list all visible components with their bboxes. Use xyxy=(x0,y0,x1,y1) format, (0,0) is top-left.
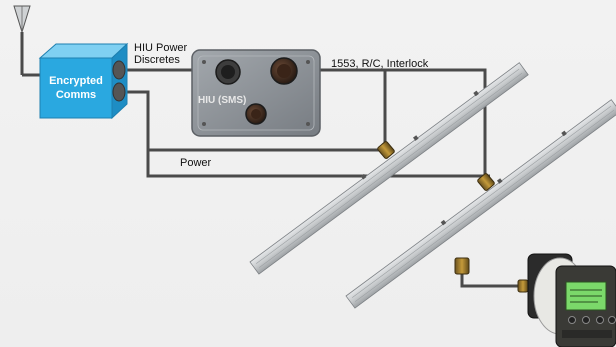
power-cable xyxy=(120,90,490,178)
cable-plug-icon xyxy=(377,141,395,159)
connector-icon xyxy=(245,103,267,125)
comms-label: Encrypted Comms xyxy=(40,74,112,102)
cable-plug-icon xyxy=(477,173,495,191)
control-display-unit-icon xyxy=(527,253,616,347)
bus-label: 1553, R/C, Interlock xyxy=(331,58,429,70)
antenna-icon xyxy=(13,5,40,77)
comms-label-line1: Encrypted xyxy=(49,75,103,87)
hiu-panel xyxy=(191,49,321,137)
hiu-power-label: HIU Power Discretes xyxy=(134,42,187,66)
hiu-label: HIU (SMS) xyxy=(198,95,247,106)
launcher-rail xyxy=(249,62,529,275)
hiu-power-label-line1: HIU Power xyxy=(134,42,188,54)
connector-icon xyxy=(215,59,241,85)
cable-plug-icon xyxy=(517,279,529,293)
hiu-power-label-line2: Discretes xyxy=(134,54,180,66)
power-label: Power xyxy=(180,157,212,169)
connector-icon xyxy=(270,57,298,85)
comms-label-line2: Comms xyxy=(55,89,97,101)
launcher-rail xyxy=(345,99,616,309)
cable-plug-icon xyxy=(454,257,470,275)
encrypted-comms-box xyxy=(38,42,129,120)
bus-cable-right xyxy=(283,68,487,180)
cdu-cable xyxy=(460,272,525,288)
cables xyxy=(120,68,525,288)
